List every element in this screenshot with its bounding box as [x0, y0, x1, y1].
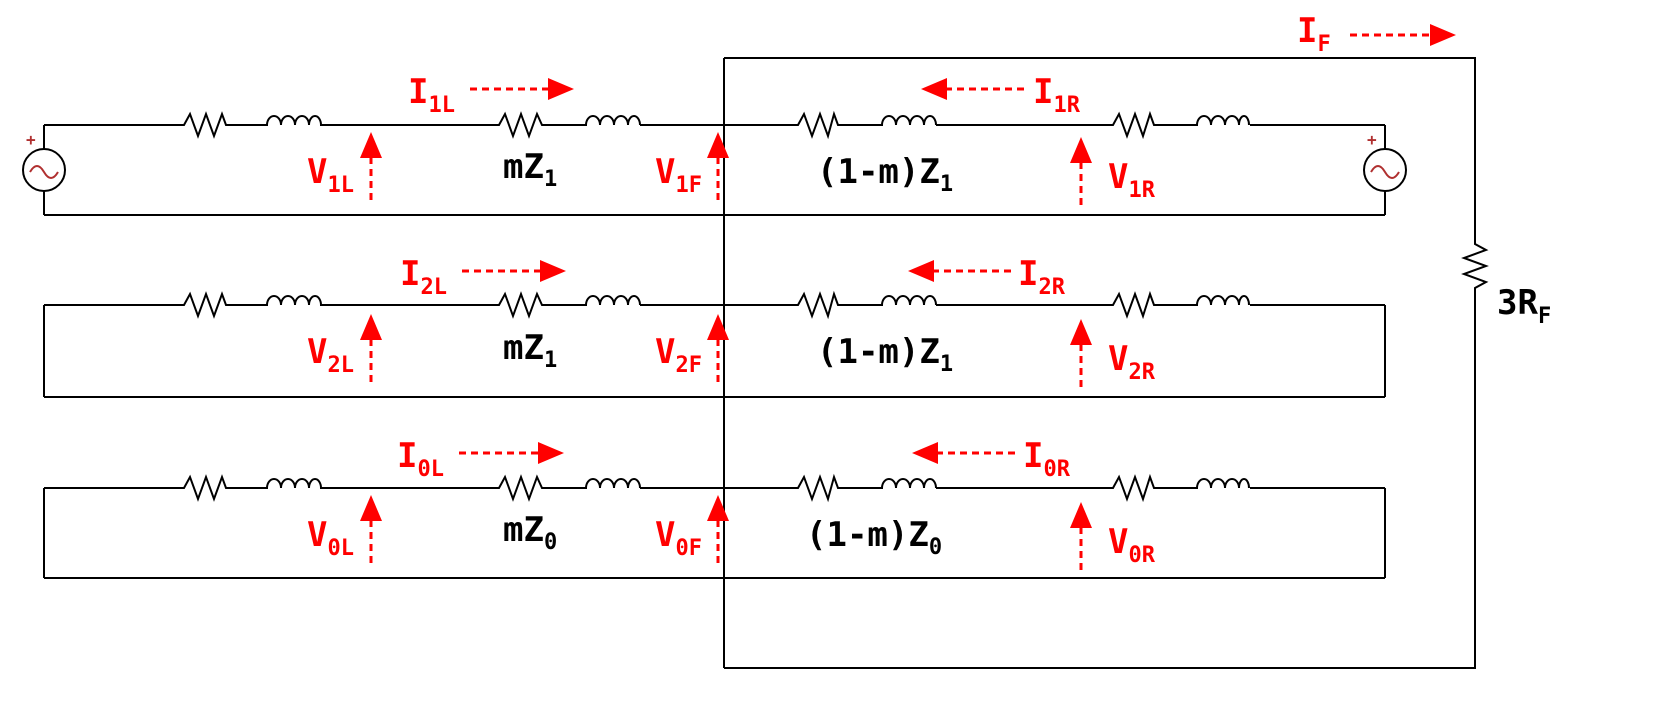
- resistor: [490, 474, 548, 502]
- arrow-head-icon: [360, 495, 382, 521]
- arrow-head-icon: [921, 78, 947, 100]
- resistor: [790, 290, 843, 320]
- current-label-2l: I2L: [400, 254, 447, 300]
- voltage-label-0l: V0L: [307, 515, 354, 561]
- inductors: [263, 115, 1250, 489]
- current-label-0l: I0L: [397, 436, 444, 482]
- inductor: [263, 295, 322, 306]
- resistor: [1105, 110, 1160, 140]
- arrow-head-icon: [360, 132, 382, 158]
- impedance-label-2-left: mZ1: [503, 328, 557, 373]
- current-label-1l: I1L: [408, 72, 455, 118]
- resistor: [175, 474, 232, 502]
- impedance-label-2-right: (1-m)Z1: [817, 332, 953, 377]
- resistor: [175, 291, 232, 319]
- voltage-label-0f: V0F: [655, 515, 702, 561]
- arrow-head-icon: [1070, 319, 1092, 345]
- current-arrows: [459, 24, 1456, 464]
- zero-sequence-network: [43, 487, 1386, 579]
- resistors: [175, 110, 1489, 503]
- voltage-source-left: +: [22, 130, 66, 192]
- inductor: [878, 295, 937, 306]
- voltage-label-1l: V1L: [307, 152, 354, 198]
- inductor: [878, 478, 937, 489]
- inductor: [263, 478, 322, 489]
- resistor: [175, 111, 232, 139]
- ac-wave-icon: [29, 165, 59, 179]
- voltage-label-2r: V2R: [1108, 339, 1156, 385]
- fault-connection: [723, 57, 1476, 669]
- arrow-head-icon: [707, 495, 729, 521]
- fault-current-label: IF: [1297, 11, 1331, 57]
- network-2-sides: [43, 305, 1386, 397]
- arrow-head-icon: [1430, 24, 1456, 46]
- arrow-head-icon: [1070, 137, 1092, 163]
- positive-sequence-network: [43, 124, 1386, 216]
- current-label-0r: I0R: [1023, 436, 1071, 482]
- voltage-arrows: [360, 132, 1092, 570]
- network-0-sides: [43, 488, 1386, 578]
- arrow-head-icon: [1070, 502, 1092, 528]
- impedance-label-0-left: mZ0: [503, 510, 557, 555]
- negative-sequence-network: [43, 304, 1386, 398]
- impedance-label-0-right: (1-m)Z0: [806, 515, 942, 560]
- arrow-head-icon: [908, 260, 934, 282]
- inductor: [582, 295, 641, 306]
- arrow-head-icon: [538, 442, 564, 464]
- current-label-2r: I2R: [1018, 254, 1066, 300]
- inductor: [582, 478, 641, 489]
- voltage-label-0r: V0R: [1108, 522, 1156, 568]
- impedance-label-1-right: (1-m)Z1: [817, 152, 953, 197]
- fault-top-wire: [724, 57, 1476, 236]
- ac-wave-icon: [1370, 165, 1400, 179]
- arrow-head-icon: [360, 314, 382, 340]
- arrow-head-icon: [540, 260, 566, 282]
- arrow-head-icon: [912, 442, 938, 464]
- source-polarity-right: +: [1367, 130, 1377, 149]
- resistor: [790, 473, 843, 503]
- inductor: [1193, 478, 1250, 489]
- fault-resistance-label: 3RF: [1497, 283, 1551, 329]
- resistor: [1105, 290, 1160, 320]
- inductor: [1193, 115, 1250, 126]
- resistor: [790, 110, 843, 140]
- inductor: [263, 115, 322, 126]
- voltage-label-1f: V1F: [655, 152, 702, 198]
- arrow-head-icon: [707, 132, 729, 158]
- voltage-source-right: +: [1363, 130, 1407, 192]
- inductor: [878, 115, 937, 126]
- impedance-label-1-left: mZ1: [503, 147, 557, 192]
- resistor: [490, 111, 548, 139]
- arrow-head-icon: [548, 78, 574, 100]
- inductor: [582, 115, 641, 126]
- fault-return-wire: [724, 296, 1476, 669]
- voltage-label-2f: V2F: [655, 332, 702, 378]
- arrow-head-icon: [707, 314, 729, 340]
- resistor: [490, 291, 548, 319]
- resistor: [1105, 473, 1160, 503]
- inductor: [1193, 295, 1250, 306]
- source-polarity-left: +: [26, 130, 36, 149]
- voltage-label-1r: V1R: [1108, 157, 1156, 203]
- current-label-1r: I1R: [1033, 72, 1081, 118]
- voltage-label-2l: V2L: [307, 332, 354, 378]
- fault-resistor: [1461, 236, 1489, 296]
